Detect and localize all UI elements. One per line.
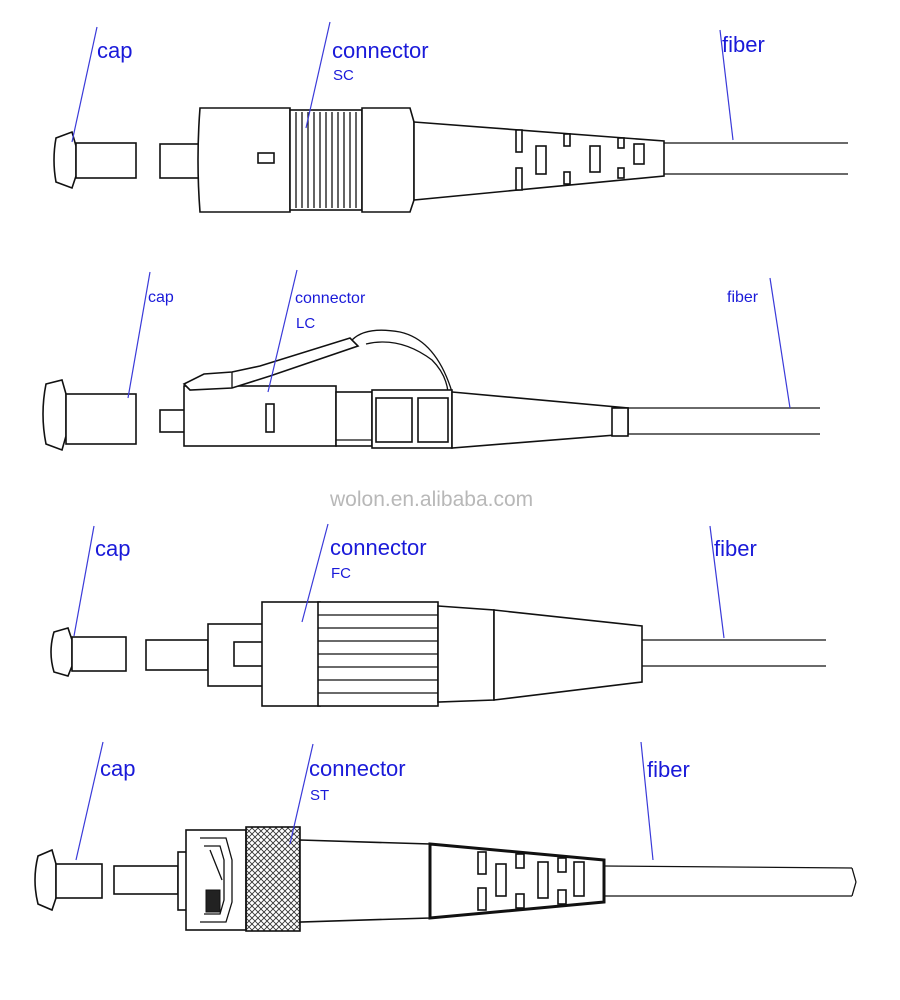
- st-connector-label: connector: [309, 756, 406, 781]
- fc-type-label: FC: [331, 565, 351, 582]
- lc-connector-leader: [267, 269, 298, 393]
- lc-connector-label: connector: [295, 290, 366, 307]
- sc-connector-leader: [305, 21, 331, 129]
- sc-fiber: [664, 142, 848, 175]
- lc-diagram: cap connector LC fiber: [42, 269, 820, 452]
- fc-cap-leader: [73, 525, 95, 637]
- st-fiber-label: fiber: [647, 757, 690, 782]
- lc-fiber-label: fiber: [727, 289, 759, 306]
- fc-cap: [50, 627, 127, 677]
- sc-fiber-label: fiber: [722, 32, 765, 57]
- sc-connector: [159, 107, 665, 213]
- lc-fiber: [628, 407, 820, 435]
- fc-fiber: [642, 639, 826, 667]
- st-cap-label: cap: [100, 756, 135, 781]
- st-type-label: ST: [310, 787, 329, 804]
- fc-diagram: cap connector FC fiber: [50, 523, 826, 707]
- st-connector: [113, 826, 606, 932]
- st-diagram: cap connector ST fiber: [34, 741, 857, 932]
- st-fiber-leader: [640, 741, 654, 861]
- fc-connector-label: connector: [330, 535, 427, 560]
- sc-fiber-leader: [719, 29, 734, 141]
- lc-cap: [42, 379, 137, 452]
- lc-type-label: LC: [296, 315, 315, 332]
- fc-fiber-leader: [709, 525, 725, 639]
- fc-connector: [145, 601, 643, 707]
- lc-cap-leader: [127, 271, 151, 399]
- sc-cap-label: cap: [97, 38, 132, 63]
- sc-diagram: cap connector SC fiber: [53, 21, 848, 213]
- lc-fiber-leader: [769, 277, 791, 409]
- lc-cap-label: cap: [148, 289, 174, 306]
- sc-type-label: SC: [333, 67, 354, 84]
- watermark: wolon.en.alibaba.com: [329, 488, 533, 511]
- st-cap-leader: [75, 741, 104, 861]
- st-connector-leader: [289, 743, 314, 845]
- fc-connector-leader: [301, 523, 329, 623]
- sc-cap: [53, 130, 137, 190]
- sc-cap-leader: [71, 26, 98, 143]
- fc-fiber-label: fiber: [714, 536, 757, 561]
- st-fiber: [603, 865, 857, 897]
- lc-connector: [159, 329, 629, 449]
- fc-cap-label: cap: [95, 536, 130, 561]
- st-cap: [34, 848, 103, 912]
- sc-connector-label: connector: [332, 38, 429, 63]
